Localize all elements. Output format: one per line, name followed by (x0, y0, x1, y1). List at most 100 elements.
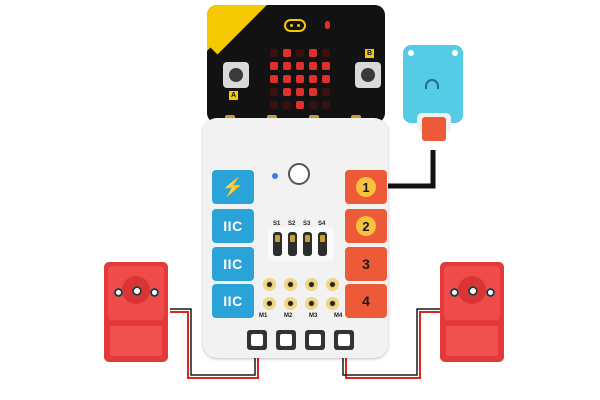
led (322, 88, 330, 96)
servo-hole (450, 288, 459, 297)
breakout-board: ⚡ IIC IIC IIC 1 2 3 4 S1 S2 S3 S4 M1 M2 … (203, 118, 388, 358)
servo-hole (114, 288, 123, 297)
led (270, 49, 278, 57)
led (309, 49, 317, 57)
lightning-icon: ⚡ (221, 176, 245, 197)
led (270, 62, 278, 70)
jack[interactable] (263, 278, 276, 291)
motor-label: M4 (334, 313, 343, 319)
port-iic-label: IIC (223, 256, 243, 272)
switch-label: S4 (318, 221, 326, 227)
port-iic-label: IIC (223, 218, 243, 234)
led (270, 88, 278, 96)
left-servo-wire-black (170, 308, 256, 376)
port-iic-1[interactable]: IIC (212, 209, 254, 243)
jack[interactable] (305, 278, 318, 291)
motor-label: M2 (284, 313, 293, 319)
port-iic-2[interactable]: IIC (212, 247, 254, 281)
servo-switch-block (268, 227, 334, 261)
servo-hole (132, 286, 142, 296)
servo-top (444, 266, 500, 320)
led (283, 101, 291, 109)
servo-hole (150, 288, 159, 297)
microphone-icon (325, 21, 330, 29)
button-a-label: A (229, 91, 238, 100)
led (296, 88, 304, 96)
right-servo-wire-red (345, 311, 440, 379)
led (309, 88, 317, 96)
servo-left (104, 262, 168, 362)
motor-connector-m2[interactable] (276, 330, 296, 350)
jack[interactable] (305, 297, 318, 310)
motor-connector-m3[interactable] (305, 330, 325, 350)
button-a-cap (229, 68, 243, 82)
led (270, 75, 278, 83)
port-1[interactable]: 1 (345, 170, 387, 204)
reset-button[interactable] (288, 163, 310, 185)
led (309, 75, 317, 83)
button-a[interactable] (223, 62, 249, 88)
led (309, 62, 317, 70)
port-2[interactable]: 2 (345, 209, 387, 243)
microbit-board: A B (207, 5, 385, 123)
led (296, 62, 304, 70)
sensor-mount-hole (408, 50, 414, 56)
motor-label: M1 (259, 313, 268, 319)
port-number: 4 (362, 293, 370, 309)
servo-switch-s3[interactable] (303, 232, 312, 256)
led (296, 49, 304, 57)
led (322, 49, 330, 57)
servo-switch-s2[interactable] (288, 232, 297, 256)
left-servo-wire-red (170, 311, 259, 379)
led (296, 75, 304, 83)
right-servo-wire-black (342, 308, 440, 376)
servo-hole (486, 288, 495, 297)
jack[interactable] (284, 278, 297, 291)
port-iic-3[interactable]: IIC (212, 284, 254, 318)
port-4[interactable]: 4 (345, 284, 387, 318)
port-power[interactable]: ⚡ (212, 170, 254, 204)
microbit-logo (284, 19, 306, 32)
servo-top (108, 266, 164, 320)
button-b-cap (361, 68, 375, 82)
led (283, 49, 291, 57)
sensor-mount-hole (452, 50, 458, 56)
switch-label: S3 (303, 221, 311, 227)
port-3[interactable]: 3 (345, 247, 387, 281)
motor-label: M3 (309, 313, 318, 319)
port-iic-label: IIC (223, 293, 243, 309)
servo-body (108, 324, 164, 358)
switch-label: S2 (288, 221, 296, 227)
led (283, 75, 291, 83)
sensor-wire (388, 150, 436, 189)
button-b-label: B (365, 49, 374, 58)
servo-right (440, 262, 504, 362)
led (322, 101, 330, 109)
motor-connector-m4[interactable] (334, 330, 354, 350)
led (283, 88, 291, 96)
jack[interactable] (326, 297, 339, 310)
led (322, 75, 330, 83)
sensor-connector (422, 117, 446, 141)
jack[interactable] (284, 297, 297, 310)
port-number: 2 (356, 216, 376, 236)
jack[interactable] (263, 297, 276, 310)
sensor-icon (425, 79, 439, 89)
led (296, 101, 304, 109)
servo-hole (468, 286, 478, 296)
servo-switch-s4[interactable] (318, 232, 327, 256)
led (309, 101, 317, 109)
sensor-module (403, 45, 463, 141)
servo-body (444, 324, 500, 358)
led (283, 62, 291, 70)
switch-label: S1 (273, 221, 281, 227)
led-matrix (268, 47, 334, 113)
jack[interactable] (326, 278, 339, 291)
port-number: 3 (362, 256, 370, 272)
power-led (272, 173, 278, 179)
motor-connector-m1[interactable] (247, 330, 267, 350)
led (322, 62, 330, 70)
button-b[interactable] (355, 62, 381, 88)
servo-switch-s1[interactable] (273, 232, 282, 256)
